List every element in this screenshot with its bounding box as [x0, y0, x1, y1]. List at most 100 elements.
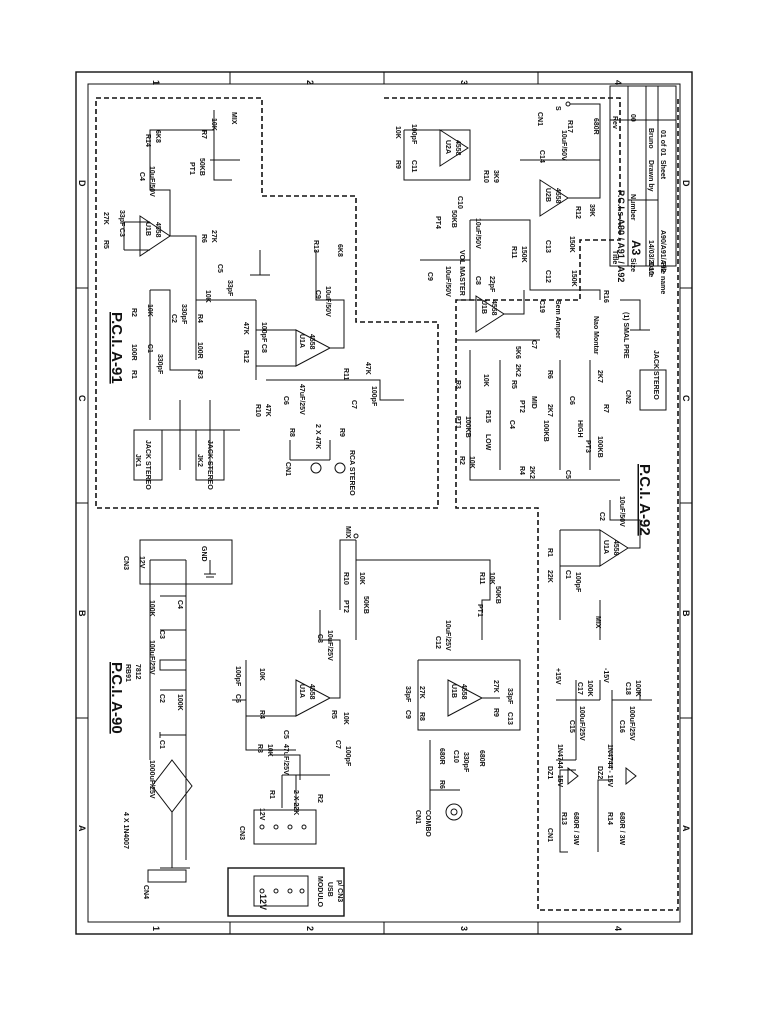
a90-c16: C16 — [618, 720, 625, 733]
a91-r1: R1 — [130, 370, 137, 379]
a90-u1b: U1B — [450, 684, 457, 698]
a91-c1: C1 — [146, 344, 153, 353]
drawn-value: Bruno — [647, 128, 654, 149]
a92-pt3v: 100KB — [596, 436, 603, 458]
a92-r3: R3 — [454, 380, 461, 389]
a90-rb91: RB91 — [124, 664, 131, 682]
a90-c8: C8 — [316, 634, 323, 643]
a91-r4v: 10K — [204, 290, 211, 303]
a90-c2: C2 — [158, 694, 165, 703]
a91-r2: R2 — [130, 308, 137, 317]
a91-r6: R6 — [200, 234, 207, 243]
a90-c15v: 100uF/25V — [578, 706, 585, 741]
a92-r17v: 680R — [592, 118, 599, 135]
a91-r14: R14 — [144, 134, 151, 147]
a90-r9v: 27K — [492, 680, 499, 693]
a92-c8v: 22pF — [488, 276, 495, 293]
a92-nao: Nao Montar — [592, 316, 599, 355]
a92-u1bv: 4558 — [490, 300, 497, 316]
a91-r5: R5 — [102, 240, 109, 249]
a92-pt4v: 50KB — [450, 210, 457, 228]
a90-r10: R10 — [342, 572, 349, 585]
a90-minus15: -15V — [602, 668, 609, 683]
a92-c1v: 100pF — [574, 572, 581, 593]
a91-cn1: CN1 — [284, 462, 291, 476]
a91-c6: C6 — [282, 396, 289, 405]
a90-r11: R11 — [478, 572, 485, 585]
a90-c7v: 100pF — [344, 746, 351, 767]
a92-r4: R4 — [518, 466, 525, 475]
a90-c18: C18 — [624, 682, 631, 695]
a91-labels: R14 6K8 R7 10K MIX PT1 50KB C4 10uF/50V … — [102, 112, 377, 496]
a90-c13: C13 — [506, 712, 513, 725]
sheet-value: 01 of 01 — [659, 130, 666, 156]
a92-c11v: 100pF — [410, 124, 417, 145]
a91-c7v: 100pF — [370, 386, 377, 407]
a92-r1: R1 — [546, 548, 553, 557]
a92-vol: VOL MASTER — [458, 250, 465, 296]
grid-right-a: A — [681, 825, 691, 832]
a90-c13v: 33pF — [506, 688, 513, 705]
a91-r3v: 100R — [196, 342, 203, 359]
grid-bottom-3: 3 — [459, 926, 469, 931]
a90-pcn3: p/ CN3 — [336, 880, 343, 902]
a91-rca: RCA STEREO — [348, 450, 355, 496]
a91-r7: R7 — [200, 130, 207, 139]
a90-c5v: 47uF/25V — [282, 744, 289, 775]
a92-smalpre: (1) SMAL PRE — [622, 312, 629, 359]
a90-u1a: U1A — [298, 684, 305, 698]
a90-r6v: 680R — [438, 748, 445, 765]
a91-u1b: U1B — [144, 222, 151, 236]
a90-c6: C6 — [234, 694, 241, 703]
a91-c3v: 33pF — [118, 210, 125, 227]
a90-c8v: 10uF/25V — [326, 630, 333, 661]
a91-r8: R8 — [288, 428, 295, 437]
a90-r4v: 10K — [258, 668, 265, 681]
a90-r6: R6 — [438, 780, 445, 789]
a91-dashed-border — [95, 97, 439, 509]
a91-c2: C2 — [170, 314, 177, 323]
a92-c13: C13 — [544, 240, 551, 253]
a92-u2av: 4558 — [454, 140, 461, 156]
a91-c8v: 100pF — [260, 322, 267, 343]
a92-pt1v: 100KB — [464, 416, 471, 438]
a92-r9v: 10K — [394, 126, 401, 139]
a92-c2v: 10uF/50V — [618, 496, 625, 527]
a90-modulo: MODULO — [316, 876, 323, 908]
a92-cn2: CN2 — [624, 390, 631, 404]
a91-r4: R4 — [196, 314, 203, 323]
rev-label: Rev — [611, 116, 618, 129]
a92-r6: R6 — [546, 370, 553, 379]
grid-top-1: 1 — [151, 80, 161, 85]
grid-left-b: B — [77, 610, 87, 617]
a91-pt1: PT1 — [188, 162, 195, 175]
a92-c6: C6 — [568, 396, 575, 405]
title-label: Title — [611, 250, 618, 264]
a90-r1: R1 — [268, 790, 275, 799]
a92-r17: R17 — [566, 120, 573, 133]
a90-dz2v: 1N4744 - 15V — [606, 744, 613, 788]
a91-r11: R11 — [342, 368, 349, 381]
section-title-a92: P.C.I. A-92 — [636, 464, 653, 536]
a90-labels: CN4 4 X 1N4007 C1 1000uF/25V C2 100K RB9… — [122, 526, 641, 910]
a90-r3: R3 — [256, 744, 263, 753]
a92-pt2: PT2 — [518, 400, 525, 413]
grid-top-2: 2 — [305, 80, 315, 85]
a90-r13v: 680R / 3W — [572, 812, 579, 845]
a90-c4: C4 — [176, 600, 183, 609]
a91-pt1v: 50KB — [198, 158, 205, 176]
size-value: A3 — [629, 240, 643, 256]
a92-c8: C8 — [474, 276, 481, 285]
a92-u2a: U2A — [444, 140, 451, 154]
a92-r7v: 2K7 — [596, 370, 603, 383]
a92-circuit — [403, 101, 667, 640]
a90-gnd: GND — [200, 546, 207, 562]
a90-cn1: CN1 — [414, 810, 421, 824]
a91-c1v: 330pF — [156, 354, 163, 375]
a90-r8v: 27K — [418, 686, 425, 699]
a90-r7v: 680R — [478, 750, 485, 767]
a92-r15: R15 — [484, 410, 491, 423]
size-label: Size — [629, 258, 636, 272]
a92-r16: R16 — [602, 290, 609, 303]
a90-c1v: 1000uF/25V — [148, 760, 155, 799]
